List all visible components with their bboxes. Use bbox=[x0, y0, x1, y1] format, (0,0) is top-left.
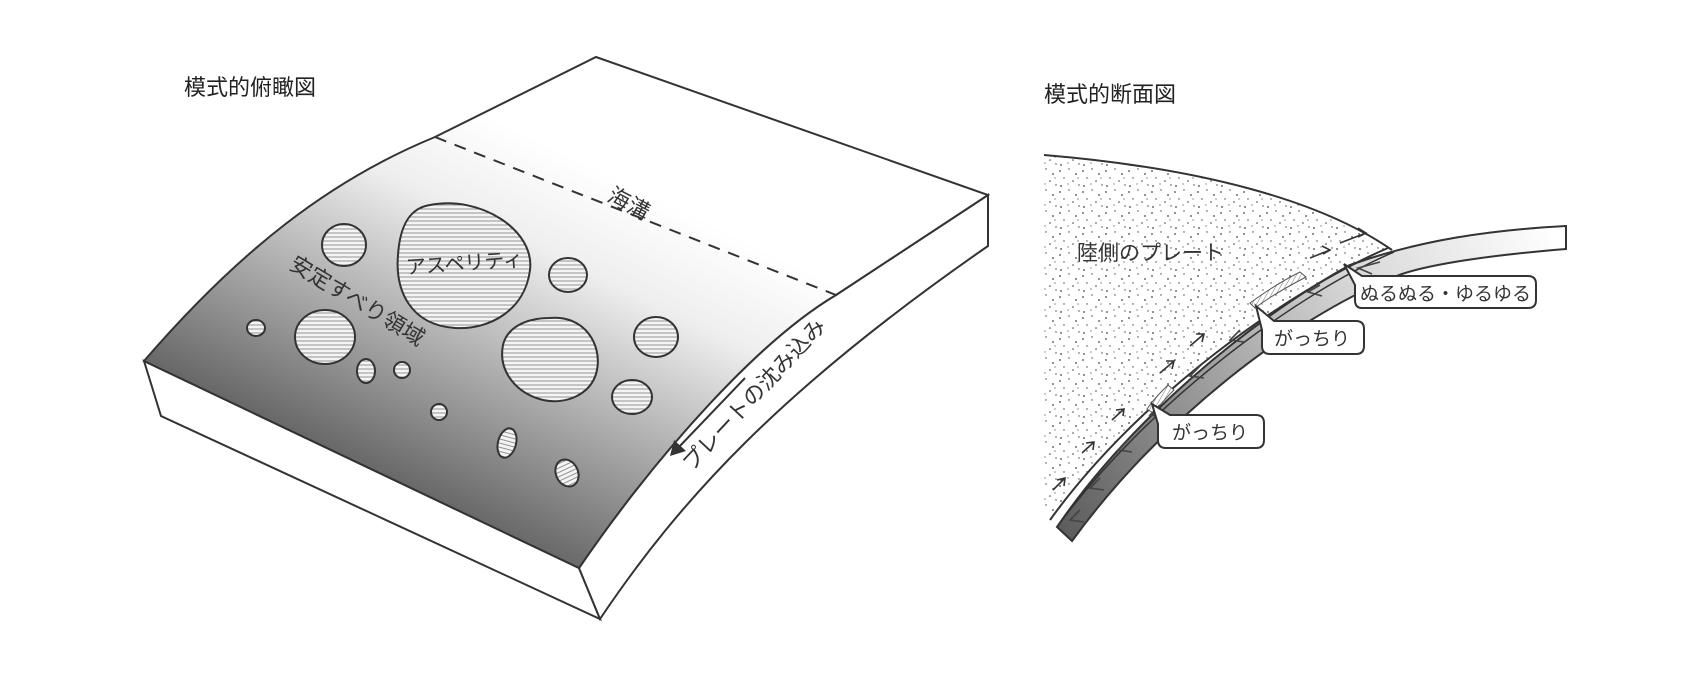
cross-section-view: 模式的断面図 陸側のプレート bbox=[1043, 83, 1567, 543]
continent-surface-line bbox=[1043, 154, 1393, 251]
slip-arrows-lower bbox=[1068, 261, 1381, 523]
callout-locked-1: がっちり bbox=[1254, 303, 1365, 355]
continental-plate bbox=[1044, 155, 1388, 515]
asperity bbox=[321, 223, 367, 267]
asperity bbox=[501, 316, 599, 403]
birds-eye-title: 模式的俯瞰図 bbox=[184, 76, 316, 101]
asperity bbox=[430, 403, 448, 421]
continental-plate-label: 陸側のプレート bbox=[1077, 241, 1224, 265]
callout-label: ぬるぬる・ゆるゆる bbox=[1360, 283, 1531, 305]
plate-surface bbox=[142, 55, 991, 570]
callout-label: がっちり bbox=[1172, 422, 1248, 444]
asperity-large bbox=[396, 202, 532, 330]
asperity bbox=[548, 257, 588, 293]
trench-line bbox=[434, 136, 837, 296]
subducting-slab bbox=[1055, 224, 1567, 543]
birds-eye-view: 模式的俯瞰図 海溝 アスペリティ 安定すべり領域 プレートの沈み込み bbox=[142, 55, 991, 622]
callout-locked-2: がっちり bbox=[1150, 401, 1265, 449]
cross-section-title: 模式的断面図 bbox=[1044, 83, 1176, 108]
asperity bbox=[554, 458, 580, 488]
subduction-arrow bbox=[670, 377, 746, 456]
callout-label: がっちり bbox=[1274, 328, 1350, 350]
asperity bbox=[356, 358, 376, 384]
asperity bbox=[633, 316, 679, 358]
callout-weak-coupling: ぬるぬる・ゆるゆる bbox=[1343, 263, 1537, 309]
locked-zone-hatch bbox=[1249, 271, 1307, 309]
asperity bbox=[393, 361, 411, 379]
asperity bbox=[496, 427, 518, 459]
slip-arrows-upper bbox=[1052, 227, 1368, 491]
asperity bbox=[294, 309, 356, 365]
asperity bbox=[246, 319, 266, 337]
asperities bbox=[246, 202, 679, 488]
asperity bbox=[611, 379, 653, 415]
